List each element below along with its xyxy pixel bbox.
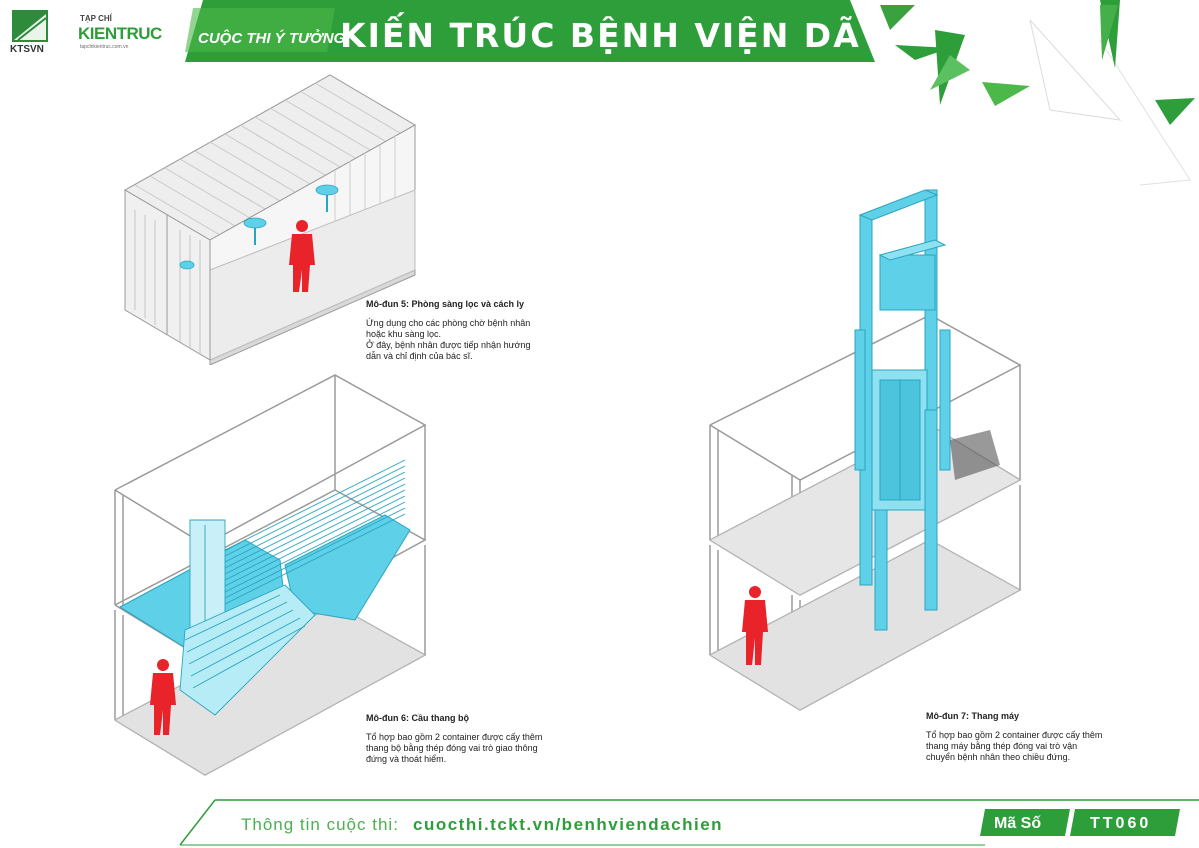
module-5-description: Mô-đun 5: Phòng sàng lọc và cách ly Ứng …	[366, 299, 541, 362]
contest-url-link[interactable]: cuocthi.tckt.vn/benhviendachien	[413, 815, 724, 834]
magazine-prefix: TẠP CHÍ	[80, 14, 112, 23]
footer-bar	[179, 799, 1199, 846]
ktsvn-logo	[12, 10, 52, 44]
magazine-logo: KIENTRUC	[78, 24, 162, 43]
entry-code-value: TT060	[1090, 815, 1152, 832]
module-6-drawing	[113, 374, 427, 776]
module-6-body: Tổ hợp bao gồm 2 container được cấy thêm…	[366, 732, 543, 764]
contest-prefix: CUỘC THI Ý TƯỞNG	[198, 30, 346, 47]
module-5-title: Mô-đun 5: Phòng sàng lọc và cách ly	[366, 299, 525, 309]
decorative-triangles	[880, 0, 1195, 186]
module-7-title: Mô-đun 7: Thang máy	[926, 711, 1019, 721]
entry-code-label: Mã Số	[994, 815, 1042, 832]
footer-info-label: Thông tin cuộc thi:	[241, 815, 399, 834]
module-6-description: Mô-đun 6: Cầu thang bộ Tổ hợp bao gồm 2 …	[366, 713, 556, 765]
module-7-description: Mô-đun 7: Thang máy Tổ hợp bao gồm 2 con…	[926, 711, 1116, 763]
module-5-body: Ứng dụng cho các phòng chờ bệnh nhân hoặ…	[366, 318, 531, 361]
module-7-drawing	[708, 189, 1022, 711]
module-6-title: Mô-đun 6: Cầu thang bộ	[366, 713, 469, 723]
header-banner	[185, 0, 875, 62]
magazine-url: tapchikientruc.com.vn	[80, 44, 129, 50]
ktsvn-logo-text: KTSVN	[10, 44, 44, 55]
module-5-drawing	[123, 74, 417, 365]
module-7-body: Tổ hợp bao gồm 2 container được cấy thêm…	[926, 730, 1103, 762]
